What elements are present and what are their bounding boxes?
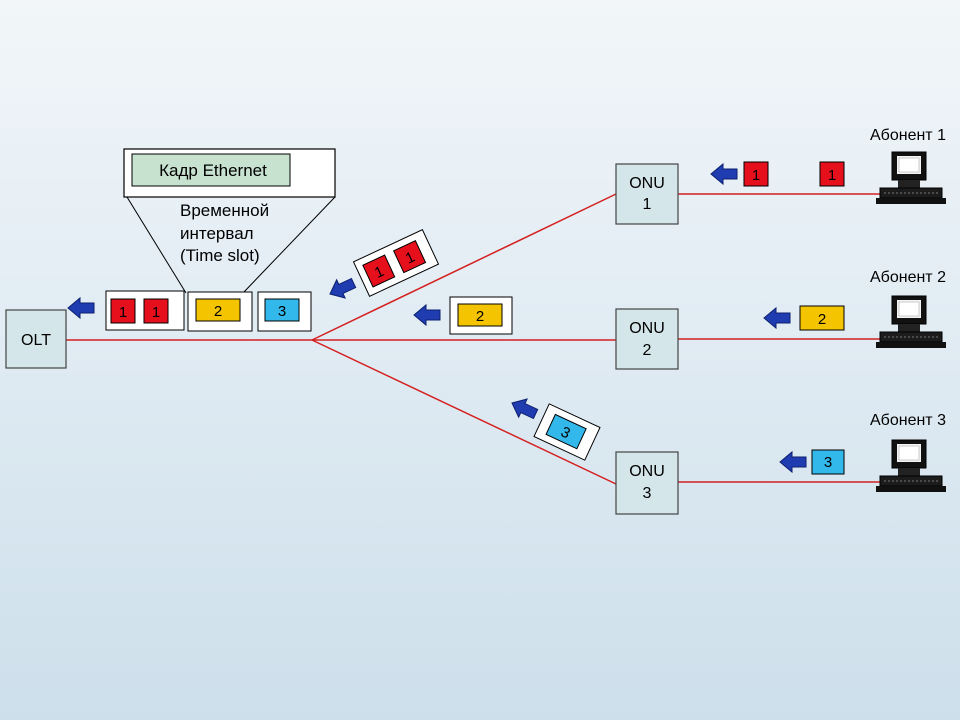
ethernet-frame-callout: Кадр Ethernet Временной интервал (Time s… [123, 148, 336, 294]
trunk-slot-2: 2 [187, 291, 253, 332]
subscriber-3-label: Абонент 3 [870, 412, 946, 429]
onu-2-label: ONU [629, 320, 665, 337]
computer-icon [875, 151, 947, 205]
onu3-packet-label: 3 [824, 454, 832, 471]
trunk-packet-1a: 1 [119, 304, 127, 321]
time-slot-line-2: интервал [180, 224, 254, 243]
onu2-packet: 2 [799, 305, 845, 331]
onu-3-number: 3 [643, 485, 652, 502]
onu-1-label: ONU [629, 175, 665, 192]
trunk-packet-2: 2 [214, 303, 222, 320]
onu-3-label: ONU [629, 463, 665, 480]
trunk-arrow-icon [67, 297, 95, 319]
time-slot-line-3: (Time slot) [180, 246, 260, 265]
onu2-arrow-icon [763, 307, 791, 329]
computer-icon [875, 295, 947, 349]
branch-line-1 [311, 193, 617, 341]
onu1-packet-label: 1 [752, 167, 760, 184]
branch3-frame: 3 [533, 403, 601, 461]
branch1-frame: 1 1 [352, 229, 440, 297]
branch2-frame: 2 [449, 296, 513, 335]
subscriber-2-label: Абонент 2 [870, 269, 946, 286]
olt-label: OLT [21, 332, 51, 349]
branch2-packet: 2 [476, 308, 484, 325]
branch-line-3 [311, 339, 617, 485]
subscriber-1: Абонент 1 [870, 127, 947, 205]
onu-1: ONU 1 [615, 163, 679, 225]
subscriber-3: Абонент 3 [870, 412, 947, 493]
ethernet-frame-label: Кадр Ethernet [159, 161, 267, 180]
onu3-packet: 3 [811, 449, 845, 475]
onu1-arrow-icon [710, 163, 738, 185]
onu-2-number: 2 [643, 342, 652, 359]
time-slot-line-1: Временной [180, 201, 269, 220]
branch3-arrow-icon [507, 393, 541, 424]
subscriber1-packet: 1 [819, 161, 845, 187]
branch1-arrow-icon [325, 273, 359, 304]
time-slot-label: Временной интервал (Time slot) [180, 201, 274, 265]
onu-3: ONU 3 [615, 451, 679, 515]
onu2-packet-label: 2 [818, 311, 826, 328]
onu1-packet: 1 [743, 161, 769, 187]
onu-2: ONU 2 [615, 308, 679, 370]
onu-1-number: 1 [643, 196, 652, 213]
trunk-slot-3: 3 [257, 291, 312, 332]
branch2-arrow-icon [413, 304, 441, 326]
olt-node: OLT [5, 309, 67, 369]
trunk-packet-1b: 1 [152, 304, 160, 321]
computer-icon [875, 439, 947, 493]
onu3-arrow-icon [779, 451, 807, 473]
trunk-slot-1: 1 1 [105, 290, 185, 331]
subscriber-1-label: Абонент 1 [870, 127, 946, 144]
subscriber-2: Абонент 2 [870, 269, 947, 349]
subscriber1-packet-label: 1 [828, 167, 836, 184]
trunk-packet-3: 3 [278, 303, 286, 320]
